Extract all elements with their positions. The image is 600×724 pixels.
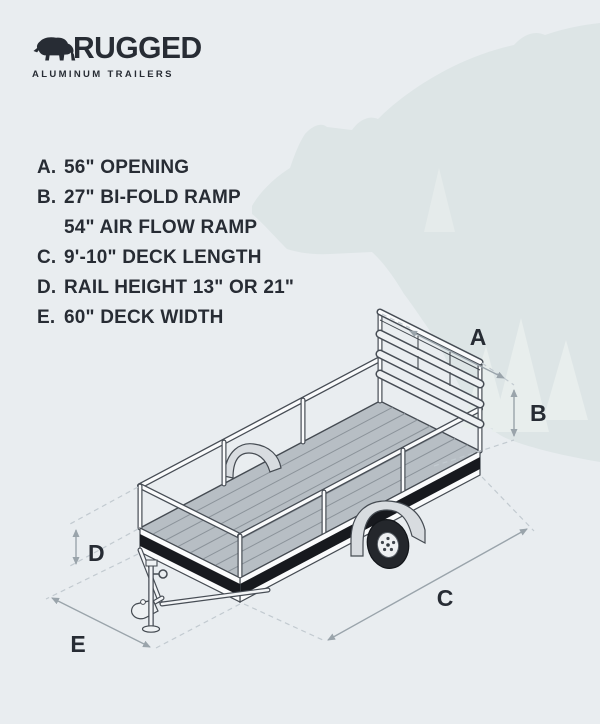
dimension-labels: A B C D E <box>70 324 546 657</box>
bear-icon <box>33 37 76 61</box>
brand-logo: RUGGED ALUMINUM TRAILERS <box>32 31 202 80</box>
spec-row-d: D. RAIL HEIGHT 13" OR 21" <box>37 273 294 303</box>
jack-stand <box>141 559 168 633</box>
spec-letter: E. <box>37 307 56 328</box>
label-c: C <box>437 585 454 611</box>
spec-list: A. 56" OPENING B. 27" BI-FOLD RAMP 54" A… <box>37 153 294 333</box>
spec-text: RAIL HEIGHT 13" OR 21" <box>64 277 295 298</box>
spec-row-b: B. 27" BI-FOLD RAMP <box>37 183 294 213</box>
spec-row-a: A. 56" OPENING <box>37 153 294 183</box>
spec-letter: B. <box>37 187 57 208</box>
spec-row-c: C. 9'-10" DECK LENGTH <box>37 243 294 273</box>
label-e: E <box>70 631 85 657</box>
spec-text: 60" DECK WIDTH <box>64 307 224 328</box>
pine-tree-silhouettes <box>424 168 588 432</box>
spec-row-b2: 54" AIR FLOW RAMP <box>37 213 294 243</box>
jack-crank-handle <box>158 569 168 579</box>
rail-posts <box>137 397 483 581</box>
jack-foot-plate <box>141 625 161 633</box>
brand-name: RUGGED <box>73 31 202 66</box>
label-a: A <box>470 324 487 350</box>
spec-row-e: E. 60" DECK WIDTH <box>37 303 294 333</box>
dimension-arrows <box>51 330 528 648</box>
brand-tagline: ALUMINUM TRAILERS <box>32 69 174 80</box>
far-fender <box>223 443 282 479</box>
spec-letter: A. <box>37 157 57 178</box>
label-d: D <box>88 540 105 566</box>
spec-text: 56" OPENING <box>64 157 190 178</box>
spec-text: 27" BI-FOLD RAMP <box>64 187 241 208</box>
dim-arrow-c <box>327 528 528 641</box>
trailer-deck <box>138 400 482 579</box>
dim-arrow-a <box>409 330 505 379</box>
spec-text: 9'-10" DECK LENGTH <box>64 247 262 268</box>
spec-letter: D. <box>37 277 57 298</box>
spec-text: 54" AIR FLOW RAMP <box>64 217 258 238</box>
dim-arrow-e <box>51 597 151 648</box>
label-b: B <box>530 400 547 426</box>
side-rails <box>137 356 483 581</box>
spec-letter: C. <box>37 247 57 268</box>
